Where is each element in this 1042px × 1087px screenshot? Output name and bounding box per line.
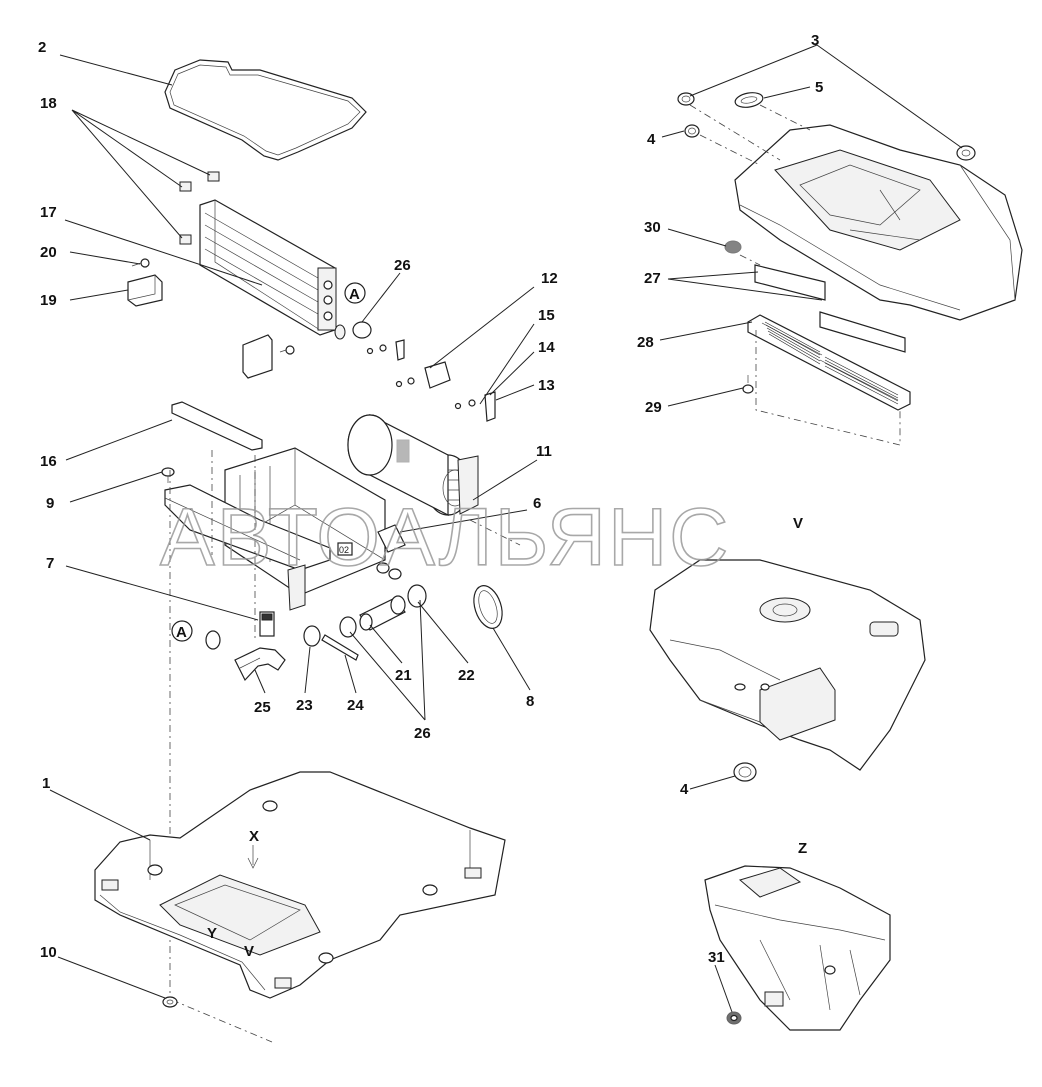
callout-2: 2 — [38, 39, 46, 56]
grille-part-28 — [747, 314, 911, 411]
box-tag-02: 02 — [339, 545, 349, 555]
view-label-z: Z — [798, 840, 807, 857]
hose-part-25 — [234, 647, 286, 682]
callout-4-lower: 4 — [680, 781, 689, 798]
view-label-v: V — [793, 515, 803, 532]
callout-26-lower: 26 — [414, 725, 431, 742]
callout-23: 23 — [296, 697, 313, 714]
bracket-part-19 — [127, 258, 163, 307]
callout-21: 21 — [395, 667, 412, 684]
view-marker-v-small: V — [244, 943, 254, 960]
sleeve-part-6 — [377, 524, 406, 553]
fasteners-12-15 — [366, 339, 496, 422]
bolt-part-24 — [321, 634, 359, 661]
callout-12: 12 — [541, 270, 558, 287]
callout-30: 30 — [644, 219, 661, 236]
seal-strip-part-16 — [171, 401, 263, 451]
grommet-part-3b — [956, 145, 976, 161]
callout-14: 14 — [538, 339, 555, 356]
leader-lines — [49, 44, 963, 1013]
callout-9: 9 — [46, 495, 54, 512]
gasket-part-2 — [164, 59, 367, 161]
view-z-detail — [704, 865, 891, 1031]
callout-8: 8 — [526, 693, 534, 710]
mount-bracket — [242, 334, 295, 379]
callout-6: 6 — [533, 495, 541, 512]
callout-22: 22 — [458, 667, 475, 684]
callout-28: 28 — [637, 334, 654, 351]
screw-part-9 — [161, 467, 175, 483]
callout-10: 10 — [40, 944, 57, 961]
callout-labels: 2 18 17 20 19 26 12 15 14 13 16 9 11 6 7… — [38, 32, 823, 966]
callout-25: 25 — [254, 699, 271, 716]
grommet-part-3a — [677, 92, 695, 106]
callout-20: 20 — [40, 244, 57, 261]
clip-parts-18 — [179, 171, 220, 245]
view-v-detail — [649, 559, 926, 771]
callout-31: 31 — [708, 949, 725, 966]
grommet-part-4-lower — [733, 762, 757, 782]
connector-tube — [376, 562, 402, 580]
callout-7: 7 — [46, 555, 54, 572]
clip-part-7 — [259, 611, 275, 637]
callout-1: 1 — [42, 775, 50, 792]
ref-a-label-upper: A — [349, 286, 360, 303]
nut-part-31 — [726, 1011, 742, 1025]
seal-ring-part-8 — [473, 585, 503, 629]
blower-housing-frame: 02 — [164, 447, 386, 611]
reference-marker-a-upper: A — [344, 282, 366, 304]
filter-pads-part-27 — [754, 264, 906, 353]
heater-core-part-17 — [199, 199, 337, 336]
callout-5: 5 — [815, 79, 823, 96]
nut-part-30 — [724, 240, 742, 254]
watermark-text: АВТОАЛЬЯНС — [160, 492, 730, 583]
callout-15: 15 — [538, 307, 555, 324]
callout-19: 19 — [40, 292, 57, 309]
clamp-part-23 — [205, 625, 321, 650]
callout-4-upper: 4 — [647, 131, 656, 148]
ref-a-label-lower: A — [176, 624, 187, 641]
screw-part-29 — [742, 375, 754, 394]
reference-marker-a-lower: A — [171, 620, 193, 642]
roof-panel-part-1 — [94, 771, 506, 999]
callout-16: 16 — [40, 453, 57, 470]
callout-26-upper: 26 — [394, 257, 411, 274]
valve-assembly-21 — [339, 584, 427, 638]
callout-18: 18 — [40, 95, 57, 112]
callout-13: 13 — [538, 377, 555, 394]
callout-29: 29 — [645, 399, 662, 416]
view-marker-x: X — [249, 828, 259, 845]
callout-24: 24 — [347, 697, 364, 714]
grommet-part-4-upper — [684, 124, 700, 138]
oval-grommet-part-5 — [734, 92, 764, 108]
view-marker-y: Y — [207, 925, 217, 942]
blower-motor-part-11 — [347, 414, 479, 516]
callout-27: 27 — [644, 270, 661, 287]
roof-module-top-right — [734, 124, 1023, 321]
hose-clamp-part-26-upper — [334, 321, 372, 340]
callout-17: 17 — [40, 204, 57, 221]
callout-3: 3 — [811, 32, 819, 49]
callout-11: 11 — [536, 443, 552, 460]
nut-part-10 — [162, 996, 178, 1008]
